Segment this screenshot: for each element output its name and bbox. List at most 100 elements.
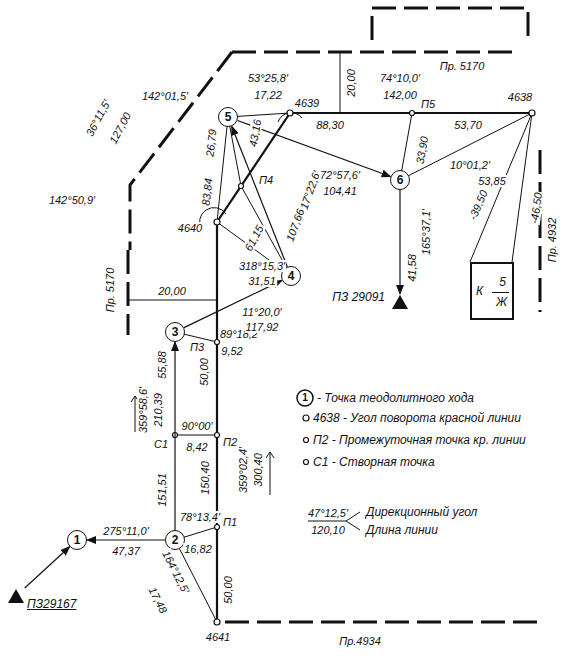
plan-label: 17,22 [253,89,283,101]
plan-label: Пр. 4932 [546,217,558,264]
plan-label: -39,50 [466,187,490,222]
plan-label: П5 [420,98,436,110]
benchmark-label: ПЗ29167 [27,597,76,611]
legend-text: 4638 - Угол поворота красной линии [312,412,522,424]
plan-label: 47,37 [111,545,141,557]
plan-label: С1 [153,438,169,450]
plan-label: 142°01,5′ [141,90,189,102]
red-line [217,113,532,622]
plan-label: 55,88 [156,350,168,380]
traverse-point: 5 [218,107,238,127]
point-number: 2 [172,533,179,547]
building-label: 5 [499,275,506,289]
legend-text: Дирекционный угол [365,506,478,518]
plan-label: 107,66 [283,206,306,244]
bearing-label: 275°11,0′ [102,525,149,537]
traverse-line [25,547,70,588]
line-points [173,110,536,625]
plan-label: 10°01,2′ [449,159,491,171]
measure-lines [128,52,532,622]
plan-label: 50,00 [222,575,234,605]
traverse-point: 3 [165,322,185,342]
plan-label: 150,40 [199,460,211,496]
plan-label: П2 [222,436,238,448]
plan-label: 36°11,5′ [83,97,113,139]
traverse-point: 6 [390,170,410,190]
plan-label: 47°12,5′ [307,507,349,519]
plan-label: 43,16 [247,117,264,148]
plan-label: 53,85 [477,175,507,187]
legend-text: С1 - Створная точка [312,456,436,468]
plan-label: 90°00′ [181,420,214,432]
legend-text: П2 - Промежуточная точка кр. линии [312,434,527,446]
benchmark-triangle [391,294,409,310]
bearing-label: 11°20,0′ [241,306,282,318]
plan-label: 83,84 [199,177,214,208]
point-number: 4 [288,269,295,283]
plan-label: 4638 [507,91,533,103]
traverse-line [87,539,165,540]
plan-label: 33,90 [414,134,431,165]
plan-label: 50,00 [198,357,210,387]
building-label: К [476,284,483,298]
plan-label: 127,00 [106,109,133,146]
plan-label: П3 [189,341,205,353]
plan-label: 120,10 [310,524,346,536]
plan-label: 151,51 [156,472,168,508]
plan-label: 210,39 [152,392,164,428]
plan-label: 53°25,8′ [247,72,289,84]
plan-label: 17,48 [146,584,170,616]
bearing-label: 359°58,6′ [137,386,149,434]
point-number: 1 [74,533,81,547]
plan-label: 8,42 [185,441,208,453]
benchmark: ПЗ 29091 [391,294,409,310]
traverse-line [174,342,175,530]
traverse-line [232,126,288,266]
legend-text: - Точка теодолитного хода [316,392,475,404]
plan-label: -46,50 [528,191,545,226]
plan-label: 9,52 [220,345,243,357]
benchmark: ПЗ29167 [7,588,25,604]
plan-label: 104,41 [322,185,358,197]
bearing-label: 165°37,1′ [420,208,432,256]
plan-label: 26,79 [203,128,218,159]
traverse-point: 2 [165,530,185,550]
plan-label: 16,82 [183,543,213,555]
plan-label: 4641 [205,631,231,643]
plan-label: 359°02,4′ [237,446,249,494]
plan-label: 20,00 [345,68,357,98]
building-box: К5Ж [470,262,514,320]
plan-label: 20,00 [157,285,187,297]
plan-label: 300,40 [252,452,264,488]
benchmark-label: ПЗ 29091 [332,290,385,304]
street-boundary [128,8,540,622]
point-number: 5 [225,110,232,124]
plan-label: 61,15 [242,222,266,254]
plan-label: Пр. 5170 [439,60,486,72]
plan-label: Пр. 5170 [104,267,116,314]
plan-label: 53,70 [453,119,483,131]
plan-label: 318°15,3′ [238,260,286,272]
bearing-label: 72°57,6′ [319,169,361,181]
plan-label: 31,51 [247,275,277,287]
plan-label: 4639 [294,97,320,109]
plan-label: 142°50,9′ [48,194,96,206]
plan-label: П4 [258,174,274,186]
plan-label: Пр.4934 [338,635,382,647]
benchmark-triangle [7,588,25,604]
point-number: 6 [397,173,404,187]
point-number: 3 [172,325,179,339]
legend-text: Длина линии [365,524,439,536]
plan-label: 88,30 [315,119,345,131]
traverse-line [399,190,400,294]
plan-label: 117,92 [245,321,280,333]
plan-label: 164°12,5′ [160,548,193,596]
fraction-bar [492,292,509,293]
plan-label: 142,00 [382,89,418,101]
plan-label: 1 [301,392,309,404]
plan-label: П1 [222,516,238,528]
traverse-point: 1 [67,530,87,550]
plan-label: 41,58 [406,253,418,283]
